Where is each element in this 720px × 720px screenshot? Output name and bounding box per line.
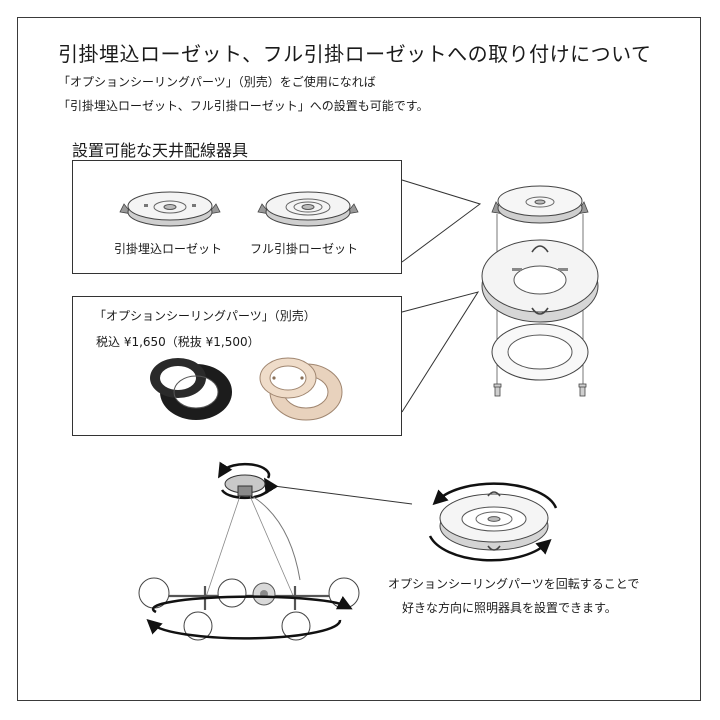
black-ceiling-parts-icon [150,358,232,420]
rotation-caption-line-2: 好きな方向に照明器具を設置できます。 [402,601,617,615]
embedded-rosette-label: 引掛埋込ローゼット [114,242,223,256]
option-parts-box [72,296,402,436]
beige-ceiling-parts-icon [259,357,343,421]
description-line-2: 「引掛埋込ローゼット、フル引掛ローゼット」への設置も可能です。 [58,99,429,113]
embedded-rosette-icon [119,191,221,227]
exploded-rosette-icon [491,185,589,224]
full-rosette-icon [257,191,359,227]
rotating-ceiling-part-illustration [428,482,558,562]
option-parts-price: 税込 ¥1,650（税抜 ¥1,500） [96,335,260,349]
description-line-1: 「オプションシーリングパーツ」（別売）をご使用になれば [58,75,376,89]
section-title: 設置可能な天井配線器具 [72,141,249,160]
option-parts-name: 「オプションシーリングパーツ」（別売） [94,309,316,323]
rotation-caption-line-1: オプションシーリングパーツを回転することで [388,577,640,591]
option-ring-icon [491,323,589,381]
full-rosette-label: フル引掛ローゼット [250,242,359,256]
page-frame [17,17,701,701]
screw-icons [493,383,587,397]
page-title: 引掛埋込ローゼット、フル引掛ローゼットへの取り付けについて [58,42,652,66]
ceiling-base-plate-icon [481,239,599,323]
callout-lines [273,179,482,505]
pendant-light-illustration [138,461,360,641]
